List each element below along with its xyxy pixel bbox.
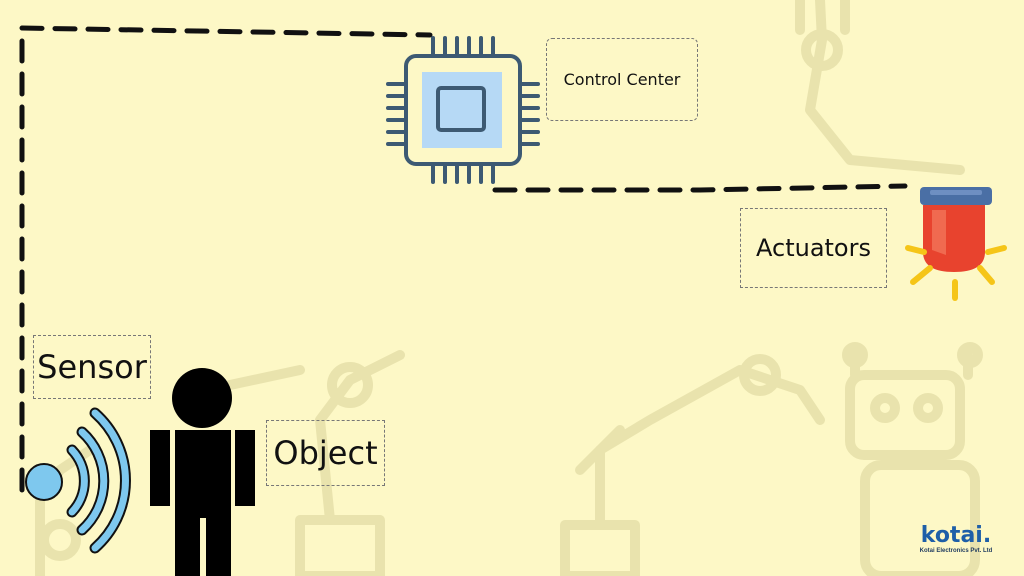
robot-icon [842,342,983,576]
sensor-label: Sensor [33,335,151,399]
brand-name: kotai. [920,523,992,548]
robot-arm-icon [795,0,965,175]
object-label: Object [266,420,385,486]
person-icon [150,368,255,576]
actuators-label: Actuators [740,208,887,288]
connector-lines [19,25,908,493]
microchip-icon [386,36,540,184]
connector-sensor-to-control [19,25,433,493]
siren-light-icon [905,187,1007,301]
connector-control-to-actuators [492,183,908,193]
robot-arm-icon [560,354,825,576]
brand-tagline: Kotai Electronics Pvt. Ltd [919,548,993,554]
brand-logo: kotai. Kotai Electronics Pvt. Ltd [912,523,1000,555]
wireless-sensor-icon [25,407,131,554]
background-robots [35,0,983,576]
robot-arm-icon [225,350,405,576]
control-center-label: Control Center [546,38,698,121]
